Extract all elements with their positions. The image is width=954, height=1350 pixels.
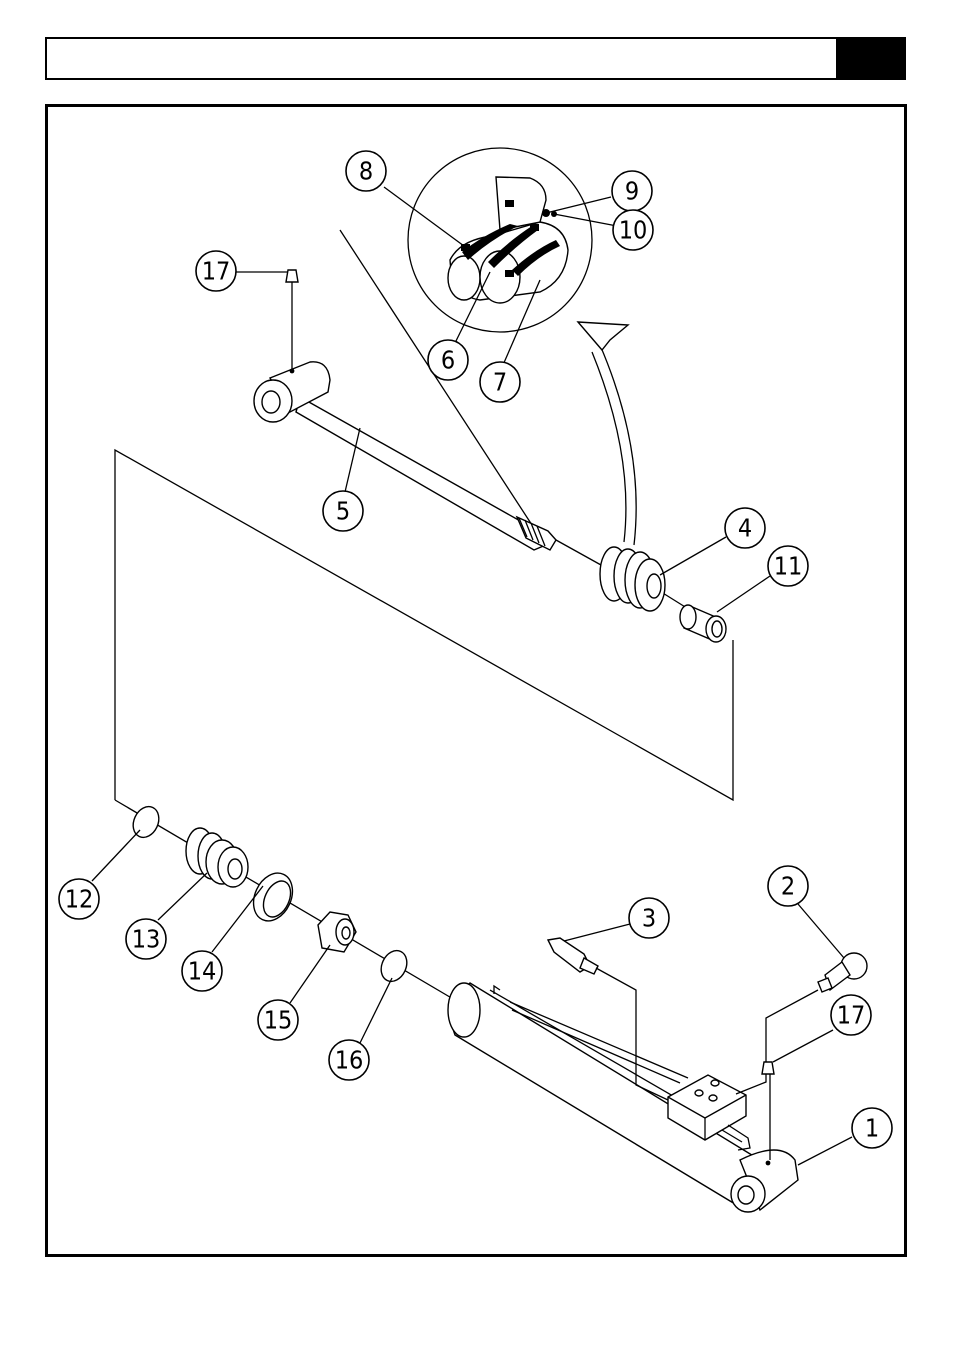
callout-2-label: 2 xyxy=(781,872,795,901)
detail-arrow xyxy=(578,322,636,545)
callout-9: 9 xyxy=(612,171,652,211)
callout-8: 8 xyxy=(346,151,386,191)
callout-6-label: 6 xyxy=(441,346,455,375)
cylinder-head-13 xyxy=(186,828,248,887)
callout-16-label: 16 xyxy=(335,1046,364,1075)
callout-7-label: 7 xyxy=(493,368,507,397)
callout-7: 7 xyxy=(480,362,520,402)
callout-2: 2 xyxy=(768,866,808,906)
piston xyxy=(600,547,665,611)
callout-11: 11 xyxy=(768,546,808,586)
callout-17-top: 17 xyxy=(196,251,236,291)
callout-1-label: 1 xyxy=(865,1114,879,1143)
callout-11-label: 11 xyxy=(774,552,803,581)
callout-1: 1 xyxy=(852,1108,892,1148)
callout-13-label: 13 xyxy=(132,925,161,954)
callout-6: 6 xyxy=(428,340,468,380)
callout-4: 4 xyxy=(725,508,765,548)
o-ring-12 xyxy=(128,802,163,841)
callout-5-label: 5 xyxy=(336,497,350,526)
cylinder-barrel xyxy=(448,983,798,1212)
seal-detail-view xyxy=(384,148,617,365)
assembly-guide-lines xyxy=(115,230,733,1003)
callout-17-bottom: 17 xyxy=(831,995,871,1035)
callout-10-label: 10 xyxy=(619,216,648,245)
callout-12-label: 12 xyxy=(65,885,94,914)
callout-16: 16 xyxy=(329,1040,369,1080)
grease-nipple-bottom xyxy=(762,1062,774,1160)
callout-9-label: 9 xyxy=(625,177,639,206)
callout-3-label: 3 xyxy=(642,904,656,933)
callout-10: 10 xyxy=(613,210,653,250)
callout-15: 15 xyxy=(258,1000,298,1040)
callout-13: 13 xyxy=(126,919,166,959)
callout-17-bottom-label: 17 xyxy=(837,1001,866,1030)
callout-5: 5 xyxy=(323,491,363,531)
piston-rod xyxy=(254,282,556,550)
callout-4-label: 4 xyxy=(738,514,752,543)
callout-14: 14 xyxy=(182,951,222,991)
nut-15 xyxy=(318,912,356,952)
callout-17-top-label: 17 xyxy=(202,257,231,286)
callout-14-label: 14 xyxy=(188,957,217,986)
o-ring-16 xyxy=(376,946,411,985)
callout-15-label: 15 xyxy=(264,1006,293,1035)
callout-8-label: 8 xyxy=(359,157,373,186)
callout-12: 12 xyxy=(59,879,99,919)
grease-nipple-top xyxy=(236,270,298,282)
callout-3: 3 xyxy=(629,898,669,938)
